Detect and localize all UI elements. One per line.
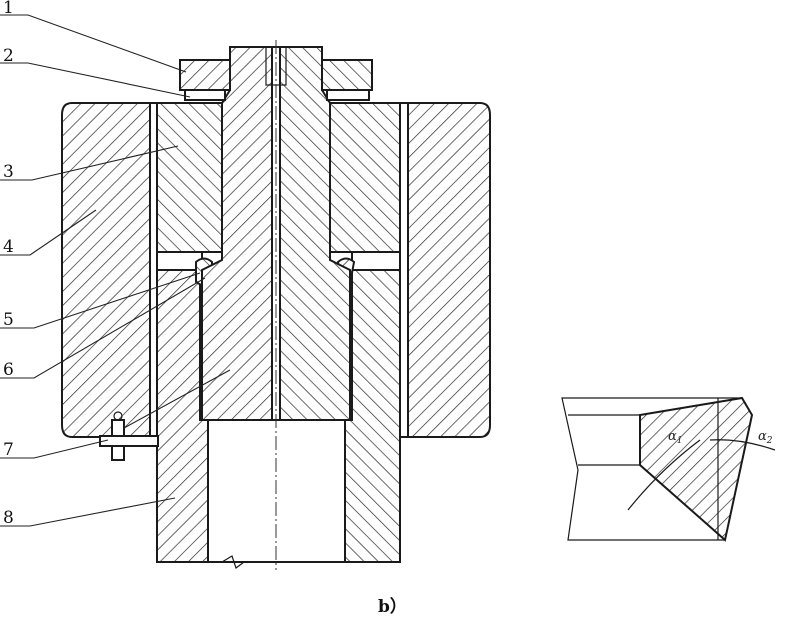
- alpha2-label: α2: [758, 429, 773, 446]
- leader-3: [0, 145, 179, 181]
- leader-5: [0, 272, 201, 329]
- detail-angle-arc-1: [627, 439, 701, 511]
- callout-1: 1: [3, 0, 14, 18]
- detail-view: α1 α2: [561, 396, 776, 542]
- leader-8: [0, 497, 176, 527]
- callout-2: 2: [3, 46, 14, 66]
- figure-caption: b）: [378, 596, 407, 617]
- detail-hatched-section: [639, 396, 754, 542]
- outer-ring-right: [407, 102, 491, 438]
- callout-4: 4: [3, 237, 14, 257]
- screw-head: [113, 411, 123, 421]
- break-line: [221, 555, 245, 569]
- leader-6: [0, 277, 206, 379]
- leader-1: [0, 14, 187, 73]
- callout-6: 6: [3, 360, 14, 380]
- top-nut-right: [321, 59, 373, 91]
- lower-sleeve-right: [344, 269, 401, 563]
- spacer-right: [351, 251, 401, 271]
- leader-6b: [123, 369, 231, 429]
- top-nut-left: [179, 59, 231, 91]
- callout-3: 3: [3, 162, 14, 182]
- washer-right: [326, 89, 370, 101]
- lower-sleeve-left: [156, 269, 209, 563]
- washer-left: [184, 89, 226, 101]
- detail-inner-left: [568, 414, 641, 466]
- alpha1-label: α1: [668, 429, 683, 446]
- detail-angle-arc-2: [709, 439, 776, 451]
- screw-bracket: [99, 435, 159, 447]
- leader-4: [0, 209, 97, 256]
- outer-ring-left: [61, 102, 151, 438]
- leader-2: [0, 62, 191, 98]
- leader-7: [0, 439, 109, 459]
- callout-7: 7: [3, 440, 14, 460]
- upper-die-right: [329, 102, 401, 253]
- upper-die-left: [156, 102, 223, 253]
- callout-8: 8: [3, 508, 14, 528]
- callout-5: 5: [3, 310, 14, 330]
- ring-gap-right: [399, 102, 409, 438]
- ring-gap-left: [149, 102, 158, 438]
